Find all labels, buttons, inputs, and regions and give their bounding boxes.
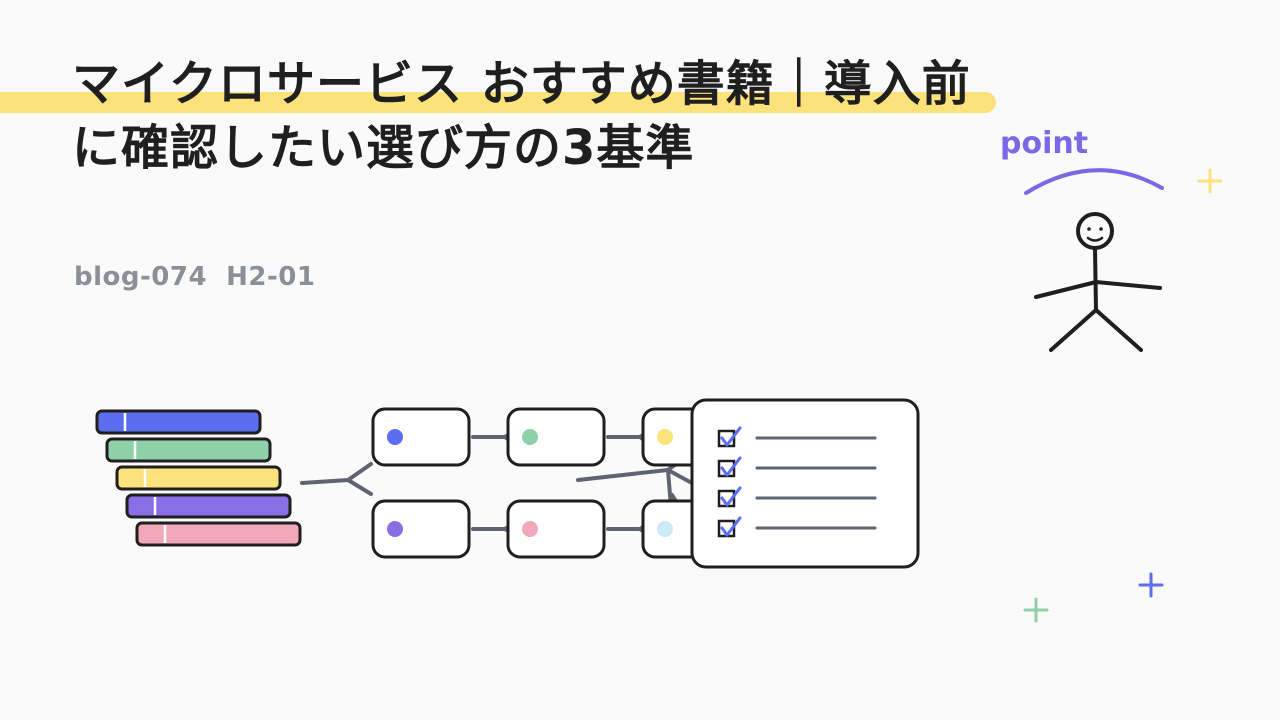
title-line-2: に確認したい選び方の3基準: [72, 120, 695, 176]
article-tag: blog-074 H2-01: [74, 262, 316, 292]
checklist-icon: [690, 398, 920, 569]
plus-sparkle-icon: [1138, 572, 1164, 598]
book-stack-icon: [95, 409, 302, 547]
title-highlight: [0, 92, 996, 113]
stick-figure-icon: [1034, 212, 1162, 352]
title-line-1: マイクロサービス おすすめ書籍｜導入前: [72, 56, 971, 112]
node-dots: [387, 429, 673, 537]
point-label: point: [1000, 126, 1089, 161]
plus-sparkle-icon: [1197, 168, 1223, 194]
connector-lines: [300, 423, 692, 543]
plus-sparkle-icon: [1023, 597, 1049, 623]
page-title: マイクロサービス おすすめ書籍｜導入前 に確認したい選び方の3基準: [72, 52, 971, 180]
point-arc: [1024, 168, 1164, 195]
service-node: [371, 407, 741, 559]
